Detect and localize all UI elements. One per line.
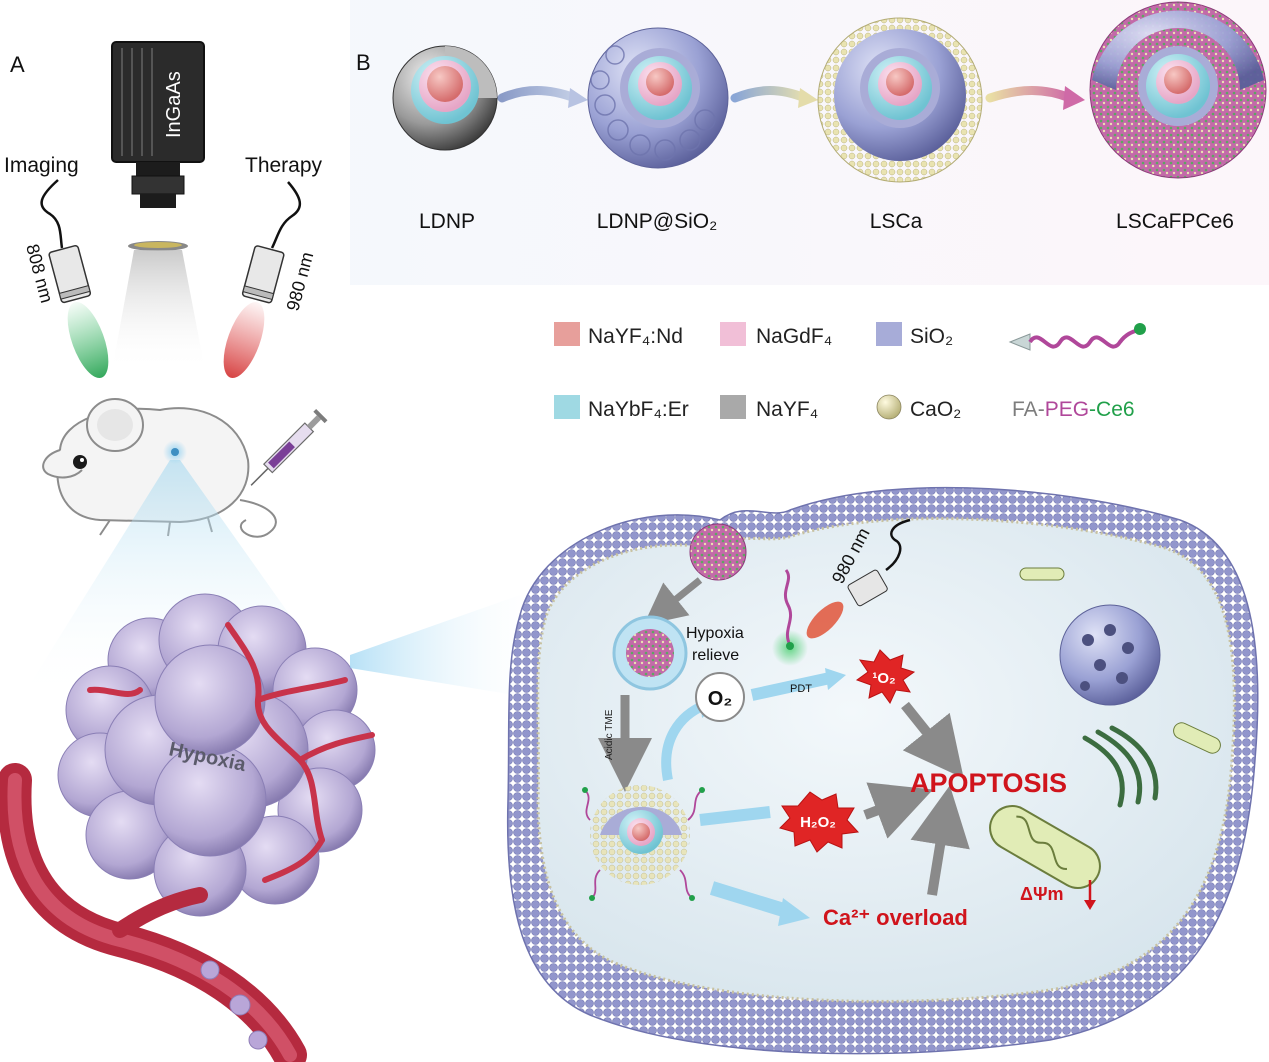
mitochondrion-large xyxy=(989,805,1101,889)
legend-swatch-sio2 xyxy=(876,322,902,346)
cell-laser-beam xyxy=(806,601,844,639)
cell: Hypoxia relieve Acidic TME O₂ PDT xyxy=(506,486,1259,1055)
arrow-ca-to-apoptosis xyxy=(910,785,970,896)
np-lsca xyxy=(817,17,983,183)
o2-label: O₂ xyxy=(708,688,732,710)
mouse-tail xyxy=(239,499,277,538)
np-ldnp xyxy=(392,45,498,151)
laser-808-head xyxy=(48,244,92,304)
ca-overload-label: Ca²⁺ overload xyxy=(823,905,968,930)
panel-b-label: B xyxy=(356,50,371,75)
arrow-ldnp-to-sio2 xyxy=(497,86,580,103)
cell-laser-980 xyxy=(847,569,888,607)
arrow-lsca-to-lscafpce6 xyxy=(985,86,1075,103)
laser-980-head xyxy=(241,245,285,304)
legend-chain-icon xyxy=(1008,323,1146,351)
panel-a: InGaAs Imaging 808 nm Therapy 980 nm xyxy=(0,41,545,1062)
legend-swatch-nayf4-nd xyxy=(554,322,580,346)
down-arrow-icon xyxy=(1084,880,1096,910)
degraded-nanoparticle xyxy=(582,785,705,901)
legend-label-nayf4-nd: NaYF₄:Nd xyxy=(588,325,683,348)
pdt-label: PDT xyxy=(790,683,812,695)
imaging-label: Imaging xyxy=(4,154,79,177)
legend-label-sio2: SiO₂ xyxy=(910,325,953,348)
legend: NaYF₄:Nd NaGdF₄ SiO₂ NaYbF₄:Er NaYF₄ CaO… xyxy=(554,322,1146,421)
np-lscafpce6 xyxy=(1089,1,1267,179)
singlet-oxygen-label: ¹O₂ xyxy=(872,670,895,687)
legend-chain-label: FA-PEG-Ce6 xyxy=(1012,398,1135,421)
arrow-1o2-to-apoptosis xyxy=(901,701,964,779)
endocytosed-nanoparticle xyxy=(689,523,747,581)
blood-vessel xyxy=(0,763,307,1062)
arrow-sio2-to-lsca xyxy=(730,86,810,103)
therapy-label: Therapy xyxy=(245,154,323,177)
panel-b: LDNP LDNP@SiO₂ LSCa xyxy=(392,1,1267,421)
np-ldnp-label: LDNP xyxy=(419,210,475,233)
camera-detection-beam xyxy=(112,250,205,370)
laser-980-label: 980 nm xyxy=(283,250,318,313)
golgi-organelle xyxy=(1082,725,1159,808)
np-lscafpce6-label: LSCaFPCe6 xyxy=(1116,210,1234,233)
o2-bubble xyxy=(695,672,745,722)
legend-label-nayf4: NaYF₄ xyxy=(756,398,818,421)
therapy-fiber xyxy=(270,181,301,249)
arrow-internalization xyxy=(643,577,703,626)
mitochondrion-small-2 xyxy=(1173,722,1221,754)
ingaas-camera: InGaAs xyxy=(111,41,205,370)
legend-label-naybf4-er: NaYbF₄:Er xyxy=(588,398,689,421)
panel-a-label: A xyxy=(10,52,25,77)
legend-swatch-nayf4 xyxy=(720,395,746,419)
membrane-potential-label: ΔΨm xyxy=(1020,884,1064,904)
apoptosis-label: APOPTOSIS xyxy=(910,768,1067,798)
camera-label: InGaAs xyxy=(163,71,185,138)
ce6-chain xyxy=(783,569,793,646)
arrow-to-ca-overload xyxy=(709,881,793,919)
h2o2-label: H₂O₂ xyxy=(800,814,836,831)
arrow-pdt xyxy=(750,672,832,701)
np-lsca-label: LSCa xyxy=(870,210,923,233)
hypoxia-relieve-line2: relieve xyxy=(692,647,739,664)
arrow-h2o2-to-apoptosis xyxy=(863,782,934,839)
mitochondrion-small-1 xyxy=(1019,567,1065,581)
np-ldnp-sio2-label: LDNP@SiO₂ xyxy=(597,210,718,233)
legend-label-nagdf4: NaGdF₄ xyxy=(756,325,832,348)
porous-nanoparticle xyxy=(1059,604,1161,706)
arrow-to-o2 xyxy=(661,700,708,781)
mouse-eye xyxy=(73,455,87,469)
arrow-to-h2o2 xyxy=(699,806,771,826)
beam-808-green xyxy=(67,302,109,378)
syringe-icon xyxy=(250,408,328,486)
beam-980-red xyxy=(223,302,265,378)
legend-swatch-nagdf4 xyxy=(720,322,746,346)
zoom-cone-right xyxy=(350,595,545,700)
h2o2-burst: H₂O₂ xyxy=(779,791,860,853)
hypoxia-relieve-line1: Hypoxia xyxy=(686,625,744,642)
np-ldnp-sio2 xyxy=(587,27,729,169)
singlet-oxygen-burst: ¹O₂ xyxy=(855,649,916,704)
tumor: Hypoxia xyxy=(57,593,376,917)
legend-label-cao2: CaO₂ xyxy=(910,398,961,421)
acidic-tme-label: Acidic TME xyxy=(604,709,615,760)
legend-swatch-naybf4-er xyxy=(554,395,580,419)
imaging-fiber xyxy=(40,179,64,249)
legend-swatch-cao2 xyxy=(876,394,902,420)
